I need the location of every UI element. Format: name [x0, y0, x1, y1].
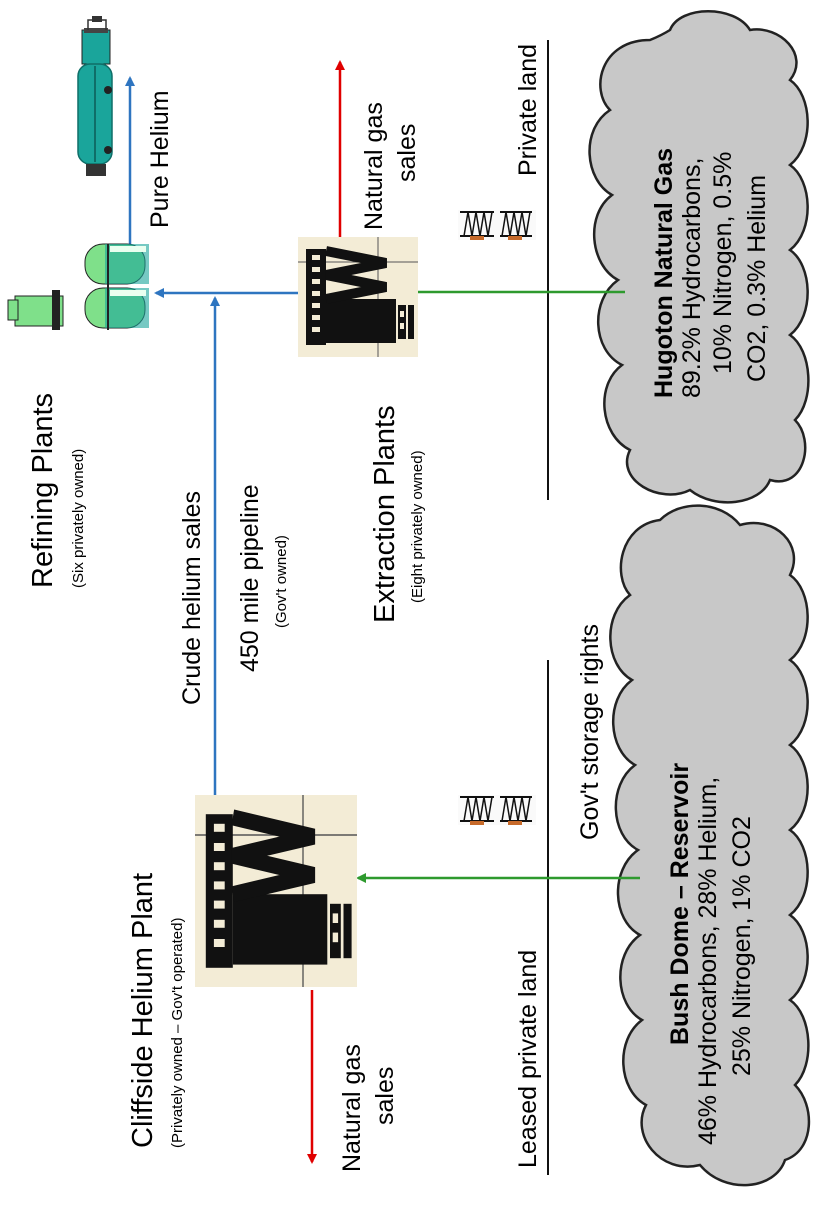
- storage-rights-label: Gov't storage rights: [576, 624, 604, 840]
- refining-plants-title: Refining Plants: [27, 393, 59, 588]
- extraction-plants-subtitle: (Eight privately owned): [409, 450, 426, 603]
- hugoton-line1: 89.2% Hydrocarbons,: [678, 158, 706, 398]
- pure-helium-label: Pure Helium: [146, 90, 174, 228]
- natural-gas-sales-bottom-line2: sales: [371, 1067, 399, 1125]
- cliffside-plant-icon: [195, 795, 357, 987]
- bush-dome-line1: 46% Hydrocarbons, 28% Helium,: [694, 777, 722, 1145]
- natural-gas-sales-bottom-line1: Natural gas: [338, 1044, 366, 1172]
- hugoton-cloud: [588, 10, 810, 504]
- bush-dome-title: Bush Dome – Reservoir: [666, 763, 694, 1045]
- extraction-plants-title: Extraction Plants: [369, 405, 401, 623]
- helium-trailer-icon: [77, 16, 113, 176]
- oil-derrick-icon: [457, 209, 537, 241]
- bush-dome-line2: 25% Nitrogen, 1% CO2: [728, 816, 756, 1076]
- hugoton-line3: CO2, 0.3% Helium: [743, 175, 771, 382]
- hugoton-title: Hugoton Natural Gas: [650, 148, 678, 398]
- oil-derrick-icon: [457, 794, 537, 826]
- leased-land-label: Leased private land: [514, 950, 542, 1168]
- pipeline-subtitle: (Gov't owned): [273, 535, 290, 628]
- natural-gas-sales-top-line1: Natural gas: [360, 102, 388, 230]
- cliffside-title: Cliffside Helium Plant: [127, 873, 159, 1148]
- crude-helium-sales-label: Crude helium sales: [178, 491, 206, 705]
- refining-plants-subtitle: (Six privately owned): [70, 449, 87, 588]
- private-land-label: Private land: [514, 44, 542, 176]
- refinery-tanks-icon: [7, 243, 149, 330]
- hugoton-line2: 10% Nitrogen, 0.5%: [709, 152, 737, 374]
- cliffside-subtitle: (Privately owned – Gov't operated): [169, 918, 186, 1148]
- natural-gas-sales-top-line2: sales: [393, 124, 421, 182]
- pipeline-label: 450 mile pipeline: [236, 484, 264, 672]
- bush-dome-cloud: [609, 504, 811, 1187]
- extraction-plant-icon: [298, 237, 418, 357]
